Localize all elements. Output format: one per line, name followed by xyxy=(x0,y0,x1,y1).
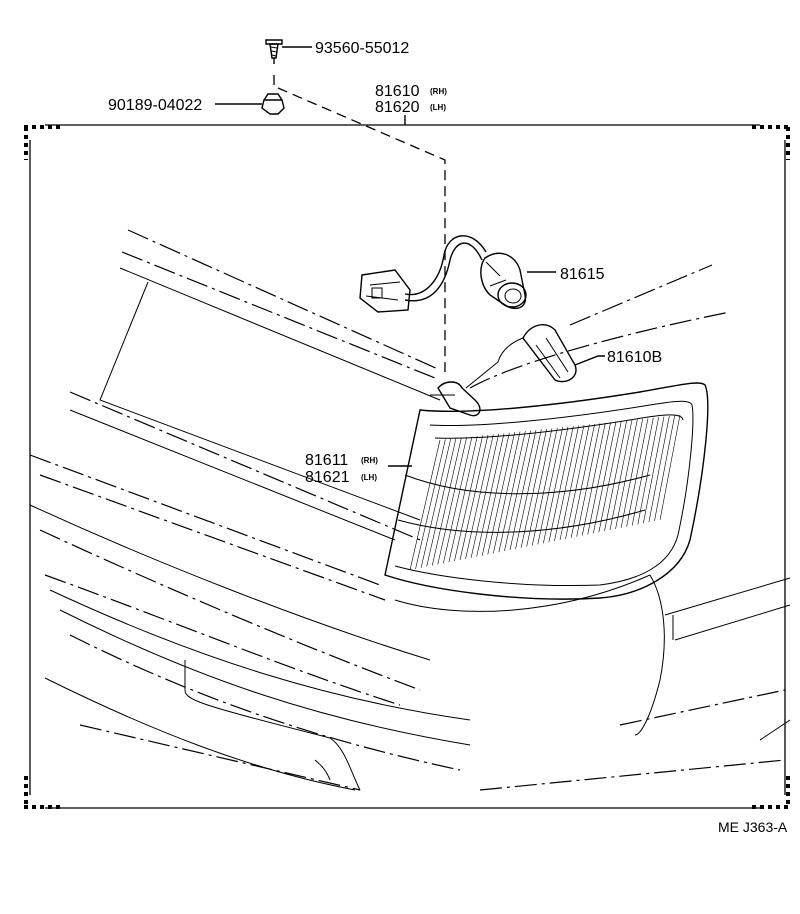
lens-hatch-line xyxy=(609,419,633,531)
lens-hatch-line xyxy=(520,428,547,548)
lens-part-number-lh: 81621 xyxy=(305,469,350,486)
lens-hatch-line xyxy=(648,416,670,523)
lens-hatch-line xyxy=(465,434,494,559)
lens-hatch-line xyxy=(448,436,478,563)
lens-hatch-line xyxy=(565,424,590,539)
lens-hatch-line xyxy=(548,426,574,543)
lens-hatch-line xyxy=(509,429,537,551)
lens-hatch-line xyxy=(515,429,542,549)
lens-hatch-line xyxy=(598,421,622,533)
lens-hatch-line xyxy=(543,426,569,544)
clip-illustration xyxy=(261,93,285,115)
lens-hatch-line xyxy=(426,438,457,567)
assembly-tag-lh: (LH) xyxy=(430,103,446,112)
socket-part-number: 81615 xyxy=(560,266,605,283)
lens-hatch-line xyxy=(454,435,483,562)
lens-hatch-line xyxy=(631,417,654,526)
assembly-part-number-lh: 81620 xyxy=(375,99,420,116)
lens-tag-lh: (LH) xyxy=(361,473,377,482)
lens-housing-illustration xyxy=(384,382,709,600)
diagram-reference-code: ME J363-A xyxy=(718,819,788,835)
lens-hatch-line xyxy=(554,425,579,542)
lens-tag-rh: (RH) xyxy=(361,456,378,465)
lens-hatch-line xyxy=(526,428,553,547)
lens-hatch-line xyxy=(615,419,638,529)
lens-hatch-line xyxy=(420,438,451,568)
lens-hatch-line xyxy=(459,434,489,561)
bulb-part-number: 81610B xyxy=(607,349,662,366)
assembly-tag-rh: (RH) xyxy=(430,87,447,96)
lens-hatch-line xyxy=(470,433,499,558)
lens-hatch-line xyxy=(481,432,510,556)
lens-hatch-line xyxy=(637,417,659,525)
socket-harness-illustration xyxy=(359,235,527,313)
lens-hatch-line xyxy=(415,439,446,569)
vehicle-body-outline xyxy=(29,229,791,791)
screw-part-number: 93560-55012 xyxy=(315,40,409,57)
lens-hatch-line xyxy=(559,424,585,541)
lens-hatch-line xyxy=(587,422,611,535)
housing-mount-illustration xyxy=(430,381,481,417)
lens-hatch-line xyxy=(431,437,462,566)
assembly-part-number-rh: 81610 xyxy=(375,83,420,100)
lens-hatch-line xyxy=(493,431,521,554)
bulb-illustration xyxy=(465,324,577,389)
lens-hatch-line xyxy=(620,418,643,528)
lens-hatch-line xyxy=(570,423,595,538)
lens-hatch-line xyxy=(498,431,526,553)
assembly-frame xyxy=(24,115,792,809)
lens-hatch-line xyxy=(437,437,467,565)
lens-hatch-line xyxy=(604,420,627,532)
lens-hatch-line xyxy=(443,436,473,564)
lens-hatch-line xyxy=(643,416,665,524)
lens-hatch-line xyxy=(537,427,563,545)
lens-hatch-line xyxy=(531,427,558,546)
lens-part-number-rh: 81611 xyxy=(305,452,348,469)
lens-hatch-line xyxy=(409,439,441,571)
lens-hatch-line xyxy=(581,422,606,536)
lens-hatch-line xyxy=(626,418,649,527)
lens-hatch-line xyxy=(576,423,601,537)
lens-hatch-line xyxy=(659,414,681,521)
lens-hatching xyxy=(409,414,681,571)
screw-illustration xyxy=(265,39,283,64)
lens-hatch-line xyxy=(476,433,505,557)
leader-lines xyxy=(215,46,605,467)
lens-hatch-line xyxy=(593,421,617,534)
lens-hatch-line xyxy=(654,415,675,522)
clip-part-number: 90189-04022 xyxy=(108,97,202,114)
lens-hatch-line xyxy=(504,430,531,552)
